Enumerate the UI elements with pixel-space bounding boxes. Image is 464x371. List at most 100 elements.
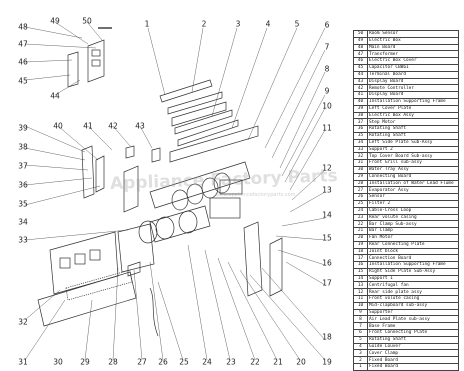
callout-20: 20: [296, 357, 306, 367]
legend-part-name: Fan Motor: [367, 233, 459, 242]
legend-part-name: Rear side plate assy: [367, 288, 459, 297]
callout-29: 29: [80, 357, 90, 367]
callout-12: 12: [322, 163, 332, 173]
fan-assembly: [138, 161, 251, 244]
callout-42: 42: [108, 121, 118, 131]
callout-6: 6: [324, 20, 330, 30]
callout-47: 47: [18, 39, 28, 49]
legend-part-number: 24: [353, 206, 368, 215]
legend-part-name: Connection Board: [367, 254, 459, 263]
evaporator-assembly: [117, 223, 159, 337]
legend-part-name: Left Side Plate Sub-Assy: [367, 138, 459, 147]
legend-part-number: 31: [353, 159, 368, 167]
callout-7: 7: [324, 42, 330, 52]
callout-9: 9: [324, 86, 330, 96]
callout-5: 5: [294, 19, 300, 29]
callout-35: 35: [18, 199, 28, 209]
legend-part-name: Filter 2: [367, 199, 459, 208]
legend-part-name: Guide Louver: [367, 342, 459, 351]
legend-part-name: Electric Box Assy: [367, 111, 459, 120]
callout-33: 33: [18, 235, 28, 245]
callout-2: 2: [201, 19, 207, 29]
legend-part-number: 50: [353, 30, 368, 38]
remote-and-display: [125, 145, 161, 163]
callout-40: 40: [53, 121, 63, 131]
legend-part-number: 17: [353, 254, 368, 263]
legend-part-name: Sensor: [367, 193, 459, 201]
callout-17: 17: [322, 278, 332, 288]
legend-part-name: Water Tray Assy: [367, 165, 459, 174]
legend-part-name: Step Motor: [367, 118, 459, 127]
legend-part-number: 32: [353, 152, 368, 161]
callout-39: 39: [18, 123, 28, 133]
legend-part-name: Cable-Cross Loop: [367, 206, 459, 215]
legend-part-number: 4: [353, 342, 368, 351]
legend-part-number: 34: [353, 138, 368, 147]
callout-26: 26: [158, 357, 168, 367]
callout-30: 30: [53, 357, 63, 367]
legend-part-number: 10: [353, 301, 368, 310]
legend-part-name: Installation Supporting Frame: [367, 97, 459, 106]
legend-part-number: 6: [353, 329, 368, 337]
callout-46: 46: [18, 57, 28, 67]
legend-part-name: Top Cover Board Sub-assy: [367, 152, 459, 161]
legend-part-number: 13: [353, 281, 368, 290]
legend-part-number: 5: [353, 335, 368, 344]
side-plates: [81, 145, 283, 297]
legend-part-number: 15: [353, 267, 368, 276]
legend-part-number: 43: [353, 77, 368, 86]
legend-part-number: 19: [353, 240, 368, 249]
legend-part-number: 26: [353, 193, 368, 201]
legend-part-number: 2: [353, 356, 368, 365]
legend-part-number: 33: [353, 145, 368, 154]
callout-1: 1: [144, 19, 150, 29]
legend-part-name: Rotating Shaft: [367, 125, 459, 133]
legend-part-name: Main Board: [367, 43, 459, 52]
legend-part-number: 28: [353, 179, 368, 188]
callout-19: 19: [322, 357, 332, 367]
callout-4: 4: [265, 19, 271, 29]
callout-49: 49: [50, 16, 60, 26]
legend-part-number: 49: [353, 36, 368, 45]
legend-part-number: 42: [353, 84, 368, 93]
legend-part-name: Cover Clamp: [367, 349, 459, 358]
legend-part-name: Terminal Board: [367, 70, 459, 79]
callout-31: 31: [18, 357, 28, 367]
legend-part-number: 45: [353, 63, 368, 72]
legend-part-name: Evaporator Assy: [367, 186, 459, 195]
legend-part-name: Supporter: [367, 308, 459, 317]
legend-part-number: 39: [353, 104, 368, 113]
callout-34: 34: [18, 217, 28, 227]
callout-14: 14: [322, 210, 332, 220]
diagram-drawing: [24, 21, 326, 361]
legend-part-name: Transformer: [367, 50, 459, 59]
legend-part-name: Display Board: [367, 77, 459, 86]
legend-part-name: Front Grill sub-assy: [367, 159, 459, 167]
callout-44: 44: [50, 91, 60, 101]
